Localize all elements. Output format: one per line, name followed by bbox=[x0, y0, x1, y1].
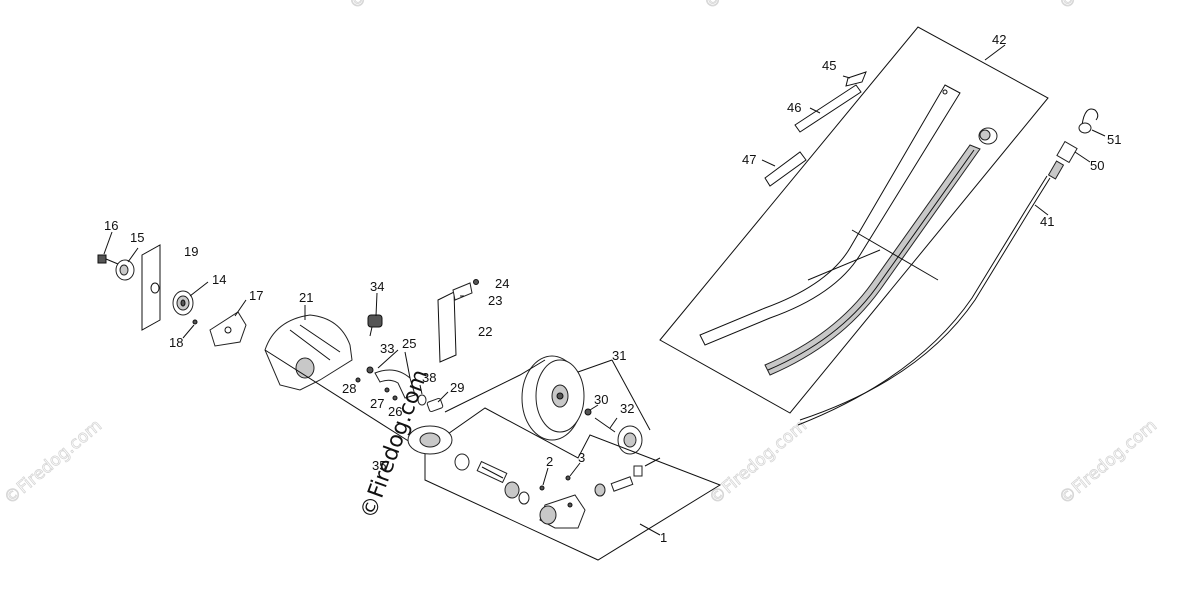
knob-34 bbox=[367, 314, 383, 337]
shaft-frame bbox=[659, 26, 1049, 414]
gear-shaft bbox=[476, 460, 508, 484]
drive-shaft-line bbox=[767, 149, 975, 371]
blade-washer-15 bbox=[115, 259, 135, 281]
leader bbox=[851, 229, 939, 281]
label-3: 3 bbox=[578, 450, 585, 465]
label-32: 32 bbox=[620, 401, 634, 416]
bolt-32 bbox=[594, 417, 616, 433]
watermark: ©Firedog.com bbox=[705, 416, 811, 509]
label-31: 31 bbox=[612, 348, 626, 363]
drive-shaft bbox=[764, 144, 981, 376]
leader bbox=[807, 249, 881, 281]
assembly-axis bbox=[444, 359, 546, 413]
watermark: ©Firedog.com bbox=[345, 0, 451, 14]
label-24: 24 bbox=[495, 276, 509, 291]
label-14: 14 bbox=[212, 272, 226, 287]
spacer-29 bbox=[426, 397, 444, 413]
decal-46 bbox=[794, 84, 862, 133]
label-50: 50 bbox=[1090, 158, 1104, 173]
washer-28 bbox=[355, 377, 361, 383]
decal-45 bbox=[845, 71, 867, 87]
wheel-31 bbox=[521, 355, 585, 441]
label-15: 15 bbox=[130, 230, 144, 245]
label-45: 45 bbox=[822, 58, 836, 73]
label-51: 51 bbox=[1107, 132, 1121, 147]
throttle-cable bbox=[799, 177, 1051, 421]
shaft-hole bbox=[942, 89, 948, 95]
pinion bbox=[594, 457, 661, 497]
screw-27 bbox=[384, 387, 390, 393]
plate-22 bbox=[437, 291, 457, 363]
label-28: 28 bbox=[342, 381, 356, 396]
nut-33 bbox=[366, 366, 374, 374]
screw-26 bbox=[392, 395, 398, 401]
screw-24 bbox=[473, 279, 479, 285]
label-27: 27 bbox=[370, 396, 384, 411]
label-33: 33 bbox=[380, 341, 394, 356]
label-26: 26 bbox=[388, 404, 402, 419]
plate-19 bbox=[141, 244, 161, 331]
collar-38 bbox=[417, 394, 427, 406]
hubcap-31 bbox=[617, 425, 643, 455]
bolt-3 bbox=[565, 475, 571, 481]
label-22: 22 bbox=[478, 324, 492, 339]
label-23: 23 bbox=[488, 293, 502, 308]
label-41: 41 bbox=[1040, 214, 1054, 229]
label-46: 46 bbox=[787, 100, 801, 115]
bracket-17 bbox=[209, 311, 247, 347]
flange-35 bbox=[407, 425, 453, 455]
shaft-tube bbox=[699, 84, 961, 346]
watermark: ©Firedog.com bbox=[1055, 0, 1161, 14]
bolt-2 bbox=[539, 485, 545, 491]
label-35: 35 bbox=[372, 458, 386, 473]
guard-21 bbox=[264, 314, 353, 391]
label-29: 29 bbox=[450, 380, 464, 395]
bolt-16 bbox=[97, 254, 119, 265]
label-38: 38 bbox=[422, 370, 436, 385]
hook-51 bbox=[1078, 108, 1099, 134]
label-18: 18 bbox=[169, 335, 183, 350]
cable-group bbox=[797, 44, 1106, 426]
washer-30 bbox=[584, 408, 592, 416]
watermarks: ©Firedog.com ©Firedog.com ©Firedog.com ©… bbox=[0, 0, 1161, 509]
decal-47 bbox=[764, 151, 807, 187]
watermark: ©Firedog.com bbox=[1055, 416, 1161, 509]
seal bbox=[454, 453, 470, 471]
bracket-25 bbox=[374, 369, 416, 399]
label-1: 1 bbox=[660, 530, 667, 545]
part-labels: 1 2 3 14 15 16 17 18 19 21 22 23 24 25 2… bbox=[104, 32, 1121, 545]
label-19: 19 bbox=[184, 244, 198, 259]
label-47: 47 bbox=[742, 152, 756, 167]
label-17: 17 bbox=[249, 288, 263, 303]
label-21: 21 bbox=[299, 290, 313, 305]
shaft-group-42 bbox=[659, 26, 1049, 414]
label-30: 30 bbox=[594, 392, 608, 407]
label-2: 2 bbox=[546, 454, 553, 469]
cable-adjuster-50 bbox=[1047, 140, 1078, 180]
plate-23 bbox=[452, 282, 473, 301]
label-16: 16 bbox=[104, 218, 118, 233]
label-42: 42 bbox=[992, 32, 1006, 47]
watermark: ©Firedog.com bbox=[700, 0, 806, 14]
washer bbox=[518, 491, 530, 505]
edger-guard-group bbox=[97, 231, 651, 455]
bearing bbox=[504, 481, 520, 499]
label-34: 34 bbox=[370, 279, 384, 294]
bushing bbox=[978, 127, 998, 145]
screw-18 bbox=[192, 319, 198, 325]
gear-housing bbox=[539, 494, 586, 529]
assembly-axis bbox=[264, 349, 411, 443]
watermark: ©Firedog.com bbox=[0, 416, 106, 509]
gearbox-frame bbox=[424, 407, 722, 561]
label-25: 25 bbox=[402, 336, 416, 351]
throttle-cable-outer bbox=[797, 175, 1048, 426]
flange-14 bbox=[172, 290, 194, 316]
gearbox-group-1 bbox=[407, 407, 722, 561]
